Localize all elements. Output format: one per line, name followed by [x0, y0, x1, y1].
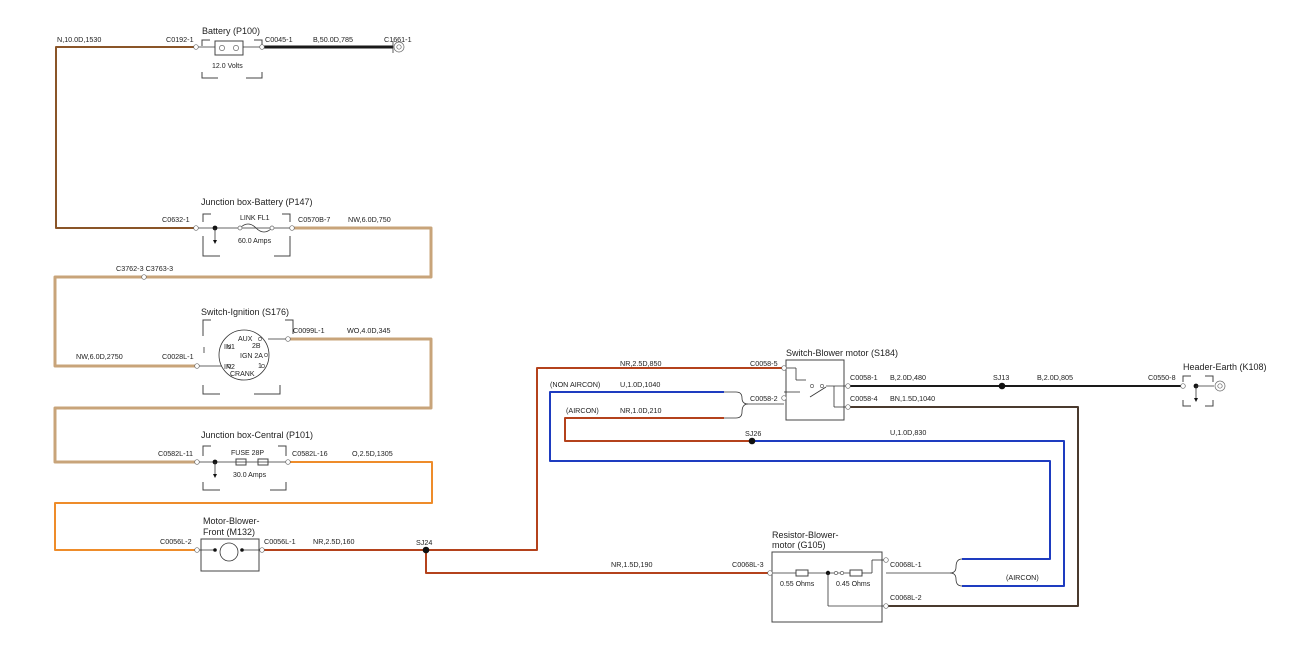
motor-title-1: Motor-Blower- — [203, 516, 260, 526]
ignition-title: Switch-Ignition (S176) — [201, 307, 289, 317]
ign-1-label: 1 — [258, 363, 262, 370]
jb-battery-title: Junction box-Battery (P147) — [201, 197, 313, 207]
switch-blower-motor[interactable]: Switch-Blower motor (S184) — [724, 348, 898, 421]
label-c3762: C3762-3 C3763-3 — [116, 264, 173, 273]
label-c0570b: C0570B-7 — [298, 215, 330, 224]
connector-labels: C0192-1 C0045-1 C1661-1 C0632-1 C0570B-7… — [116, 35, 1176, 602]
wire-u-1040 — [549, 391, 1051, 560]
battery-title: Battery (P100) — [202, 26, 260, 36]
splice-sj24 — [422, 546, 430, 554]
wire-label-w7: NR,2.5D,160 — [313, 537, 355, 546]
resistor-r2: 0.45 Ohms — [836, 581, 871, 588]
ign-crank-label: CRANK — [230, 371, 255, 378]
switch-ignition[interactable]: Switch-Ignition (S176) AUX 2B IN1 IGN 2A… — [194, 307, 294, 395]
wire-nw-750 — [53, 226, 433, 368]
wire-label-w15: NR,1.5D,190 — [611, 560, 653, 569]
wire-label-w4: WO,4.0D,345 — [347, 326, 391, 335]
ign-aux-label: AUX — [238, 336, 253, 343]
label-c1661: C1661-1 — [384, 35, 412, 44]
wire-label-w3: NW,6.0D,750 — [348, 215, 391, 224]
splices: SJ24 SJ26 SJ13 — [416, 373, 1009, 554]
wire-label-w9: U,1.0D,1040 — [620, 380, 660, 389]
label-c0045: C0045-1 — [265, 35, 293, 44]
splice-sj26 — [748, 437, 756, 445]
wires — [53, 45, 1182, 607]
c3762-inline-connector — [141, 274, 147, 280]
wire-label-w5: NW,6.0D,2750 — [76, 352, 123, 361]
header-earth-title: Header-Earth (K108) — [1183, 362, 1267, 372]
label-c0068l-1: C0068L-1 — [890, 560, 922, 569]
sj13-label: SJ13 — [993, 373, 1009, 382]
wire-nr-850 — [426, 367, 784, 551]
jb-central-title: Junction box-Central (P101) — [201, 430, 313, 440]
wire-label-w11: B,2.0D,480 — [890, 373, 926, 382]
wire-label-w14: U,1.0D,830 — [890, 428, 926, 437]
battery-voltage: 12.0 Volts — [212, 63, 243, 70]
resistor-title-2: motor (G105) — [772, 540, 826, 550]
resistor-blower-motor[interactable]: Resistor-Blower- motor (G105) 0.55 Ohms … — [767, 530, 963, 623]
label-c0068l-2: C0068L-2 — [890, 593, 922, 602]
option-aircon: (AIRCON) — [566, 406, 599, 415]
option-aircon-resistor: (AIRCON) — [1006, 573, 1039, 582]
ign-2b-label: 2B — [252, 343, 261, 350]
jb-central-fuse: FUSE 28P — [231, 450, 264, 457]
wire-label-w1: N,10.0D,1530 — [57, 35, 101, 44]
wire-wo — [53, 337, 433, 464]
label-c0582l-16: C0582L-16 — [292, 449, 328, 458]
wire-nr-190 — [425, 550, 770, 574]
wire-label-w12: BN,1.5D,1040 — [890, 394, 935, 403]
wire-label-w13: B,2.0D,805 — [1037, 373, 1073, 382]
label-c0099l: C0099L-1 — [293, 326, 325, 335]
label-c0058-1: C0058-1 — [850, 373, 878, 382]
label-c0058-5: C0058-5 — [750, 359, 778, 368]
junction-box-battery[interactable]: Junction box-Battery (P147) LINK FL1 60.… — [193, 197, 313, 257]
ign-2a-label: IGN 2A — [240, 353, 263, 360]
label-c0028l: C0028L-1 — [162, 352, 194, 361]
label-c0056l-2: C0056L-2 — [160, 537, 192, 546]
motor-title-2: Front (M132) — [203, 527, 255, 537]
jb-battery-fuse: LINK FL1 — [240, 215, 270, 222]
wire-label-w8: NR,2.5D,850 — [620, 359, 662, 368]
battery-earth-symbol — [392, 41, 405, 53]
switch-blower-title: Switch-Blower motor (S184) — [786, 348, 898, 358]
junction-box-central[interactable]: Junction box-Central (P101) FUSE 28P 30.… — [194, 430, 313, 491]
option-non-aircon: (NON AIRCON) — [550, 380, 600, 389]
label-c0632: C0632-1 — [162, 215, 190, 224]
wire-o — [54, 461, 433, 551]
ign-in1-label: IN1 — [224, 344, 235, 351]
jb-central-rating: 30.0 Amps — [233, 472, 267, 479]
label-c0192: C0192-1 — [166, 35, 194, 44]
sj26-label: SJ26 — [745, 429, 761, 438]
wire-labels: N,10.0D,1530 B,50.0D,785 NW,6.0D,750 WO,… — [57, 35, 1073, 582]
battery-component[interactable]: Battery (P100) 12.0 Volts — [193, 26, 265, 79]
label-c0582l-11: C0582L-11 — [158, 449, 193, 458]
label-c0058-2: C0058-2 — [750, 394, 778, 403]
ign-in2-label: IN2 — [224, 364, 235, 371]
wire-label-w6: O,2.5D,1305 — [352, 449, 393, 458]
wire-label-w2: B,50.0D,785 — [313, 35, 353, 44]
sj24-label: SJ24 — [416, 538, 432, 547]
jb-battery-rating: 60.0 Amps — [238, 238, 272, 245]
label-c0058-4: C0058-4 — [850, 394, 878, 403]
wire-label-w10: NR,1.0D,210 — [620, 406, 662, 415]
wire-u-830 — [752, 440, 1065, 587]
header-earth[interactable]: Header-Earth (K108) — [1180, 362, 1267, 407]
wire-n — [55, 46, 196, 229]
label-c0550: C0550-8 — [1148, 373, 1176, 382]
resistor-title-1: Resistor-Blower- — [772, 530, 839, 540]
resistor-r1: 0.55 Ohms — [780, 581, 815, 588]
splice-sj13 — [998, 382, 1006, 390]
label-c0068l-3: C0068L-3 — [732, 560, 764, 569]
wire-nr-210 — [564, 417, 752, 442]
label-c0056l-1: C0056L-1 — [264, 537, 296, 546]
motor-blower-front[interactable]: Motor-Blower- Front (M132) — [194, 516, 265, 572]
wire-bn — [848, 406, 1079, 607]
